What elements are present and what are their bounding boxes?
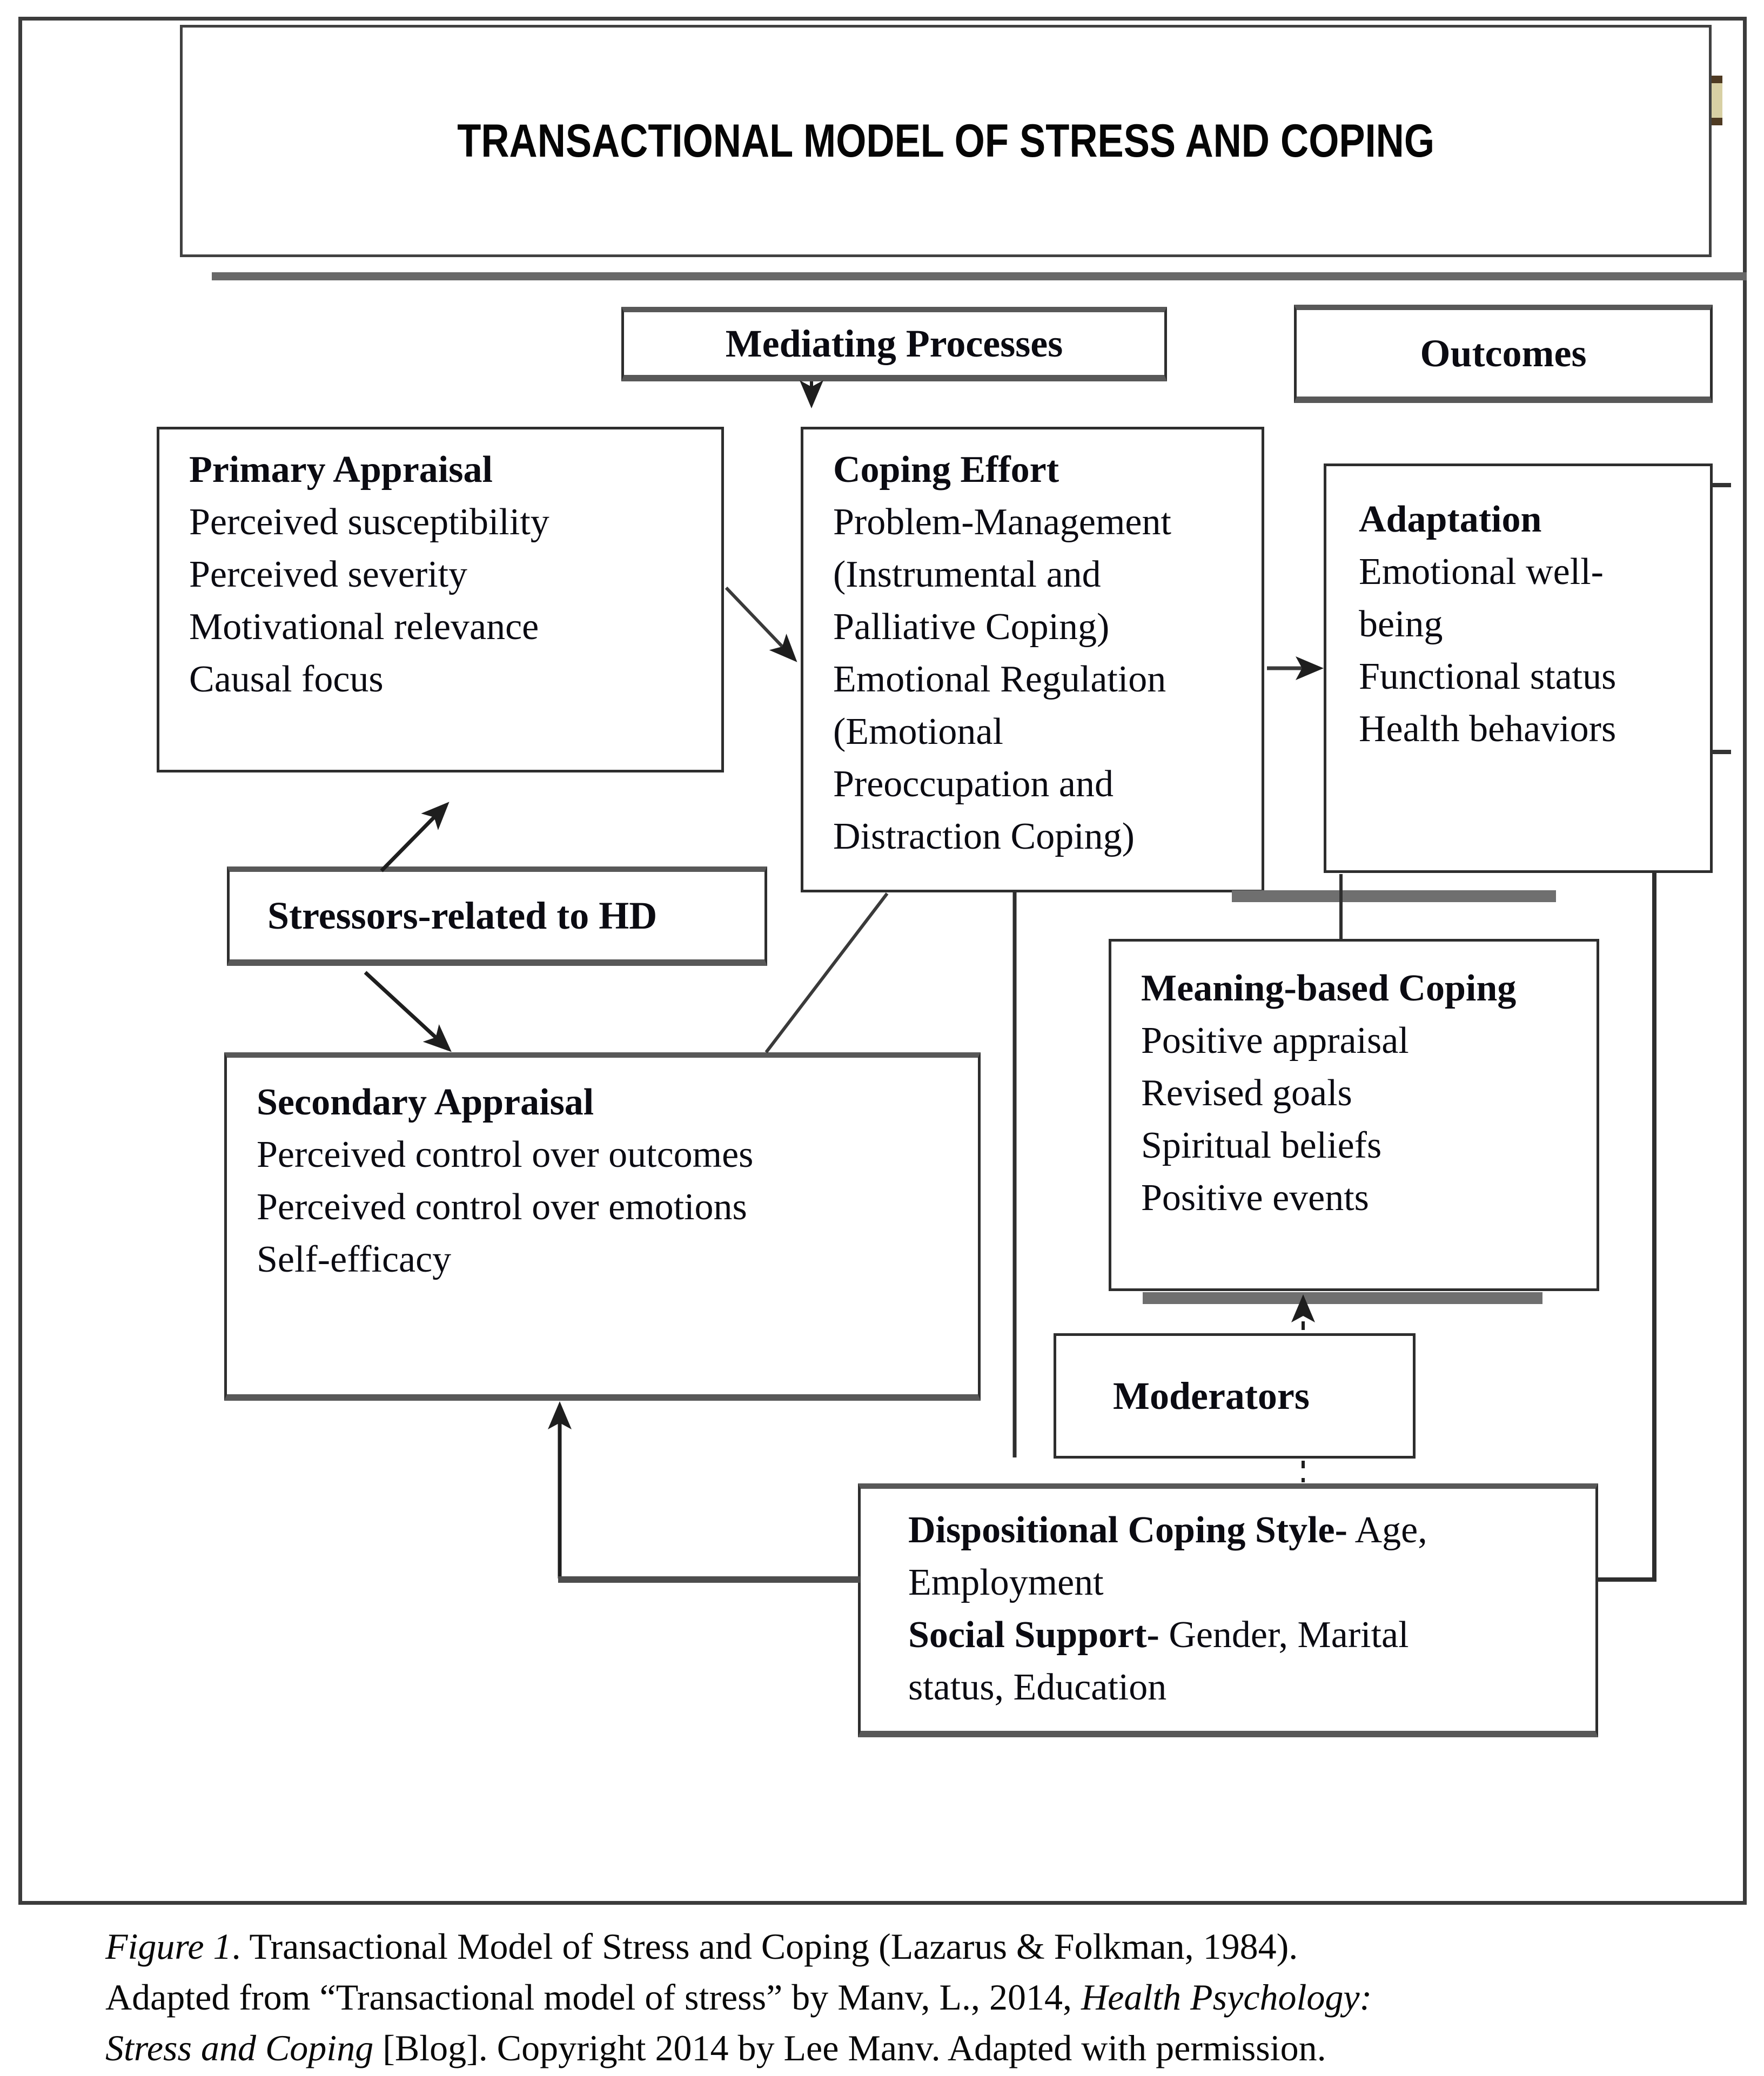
primary-item: Motivational relevance [189,606,539,648]
column-header-mediating-processes: Mediating Processes [621,307,1167,381]
meaning-item: Spiritual beliefs [1141,1125,1382,1166]
dispositional-bold-label: Dispositional Coping Style- [908,1509,1347,1551]
diagram-title: TRANSACTIONAL MODEL OF STRESS AND COPING [457,115,1434,167]
coping-line: Palliative Coping) [833,606,1110,648]
meaning-item: Positive events [1141,1177,1369,1219]
caption-text-2: Adapted from “Transactional model of str… [105,1977,1082,2018]
title-banner: TRANSACTIONAL MODEL OF STRESS AND COPING [180,25,1712,257]
caption-line-2: Adapted from “Transactional model of str… [105,1972,1718,2023]
primary-item: Perceived severity [189,554,468,595]
meaning-based-coping-box: Meaning-based Coping Positive appraisal … [1109,939,1599,1291]
coping-line: Distraction Coping) [833,816,1135,857]
figure-number-label: Figure 1 [105,1926,232,1967]
dispositional-line-3: Social Support- Gender, Marital [908,1609,1585,1661]
moderators-title: Moderators [1113,1374,1310,1417]
adaptation-line: Emotional well- [1359,551,1604,593]
caption-text-3: [Blog]. Copyright 2014 by Lee Manv. Adap… [373,2027,1326,2068]
caption-line-3: Stress and Coping [Blog]. Copyright 2014… [105,2023,1718,2073]
diagram-frame [18,17,1747,1905]
stressors-title: Stressors-related to HD [267,893,658,937]
secondary-appraisal-box: Secondary Appraisal Perceived control ov… [224,1052,981,1401]
dispositional-line-2: Employment [908,1562,1104,1603]
adaptation-line: Health behaviors [1359,708,1617,750]
primary-appraisal-title: Primary Appraisal [189,449,493,491]
primary-item: Causal focus [189,659,384,700]
adaptation-line: being [1359,603,1443,645]
moderators-box: Moderators [1054,1333,1416,1459]
coping-line: Emotional Regulation [833,659,1166,700]
figure-caption: Figure 1. Transactional Model of Stress … [105,1921,1718,2073]
secondary-item: Perceived control over outcomes [257,1134,754,1175]
coping-effort-box: Coping Effort Problem-Management (Instru… [801,427,1264,892]
caption-line-1: Figure 1. Transactional Model of Stress … [105,1921,1718,1972]
coping-line: (Emotional [833,711,1003,753]
coping-effort-title: Coping Effort [833,449,1059,491]
caption-text-1: . Transactional Model of Stress and Copi… [231,1926,1298,1967]
title-divider-rule [212,272,1747,280]
primary-item: Perceived susceptibility [189,501,549,543]
dispositional-rest-1: Age, [1347,1509,1427,1551]
dispositional-line-4: status, Education [908,1667,1167,1708]
secondary-item: Self-efficacy [257,1239,452,1280]
meaning-item: Revised goals [1141,1072,1352,1114]
adaptation-title: Adaptation [1359,499,1542,540]
mediating-processes-label: Mediating Processes [725,321,1063,365]
social-support-bold-label: Social Support- [908,1614,1159,1656]
adaptation-box: Adaptation Emotional well- being Functio… [1324,463,1713,873]
caption-italic-source-2: Stress and Coping [105,2027,374,2068]
dispositional-rest-3: Gender, Marital [1159,1614,1409,1656]
adaptation-line: Functional status [1359,656,1617,697]
secondary-appraisal-title: Secondary Appraisal [257,1081,594,1123]
meaning-item: Positive appraisal [1141,1020,1409,1061]
scan-artifact-mark [1712,76,1722,125]
dispositional-line-1: Dispositional Coping Style- Age, [908,1504,1585,1556]
coping-line: Problem-Management [833,501,1171,543]
coping-line: (Instrumental and [833,554,1101,595]
secondary-item: Perceived control over emotions [257,1186,747,1228]
primary-appraisal-box: Primary Appraisal Perceived susceptibili… [157,427,724,772]
caption-italic-source: Health Psychology: [1081,1977,1372,2018]
dispositional-social-box: Dispositional Coping Style- Age, Employm… [858,1483,1598,1737]
stressors-box: Stressors-related to HD [227,866,767,966]
column-header-outcomes: Outcomes [1294,305,1713,403]
coping-line: Preoccupation and [833,763,1114,805]
meaning-coping-title: Meaning-based Coping [1141,968,1517,1009]
outcomes-label: Outcomes [1420,331,1587,375]
